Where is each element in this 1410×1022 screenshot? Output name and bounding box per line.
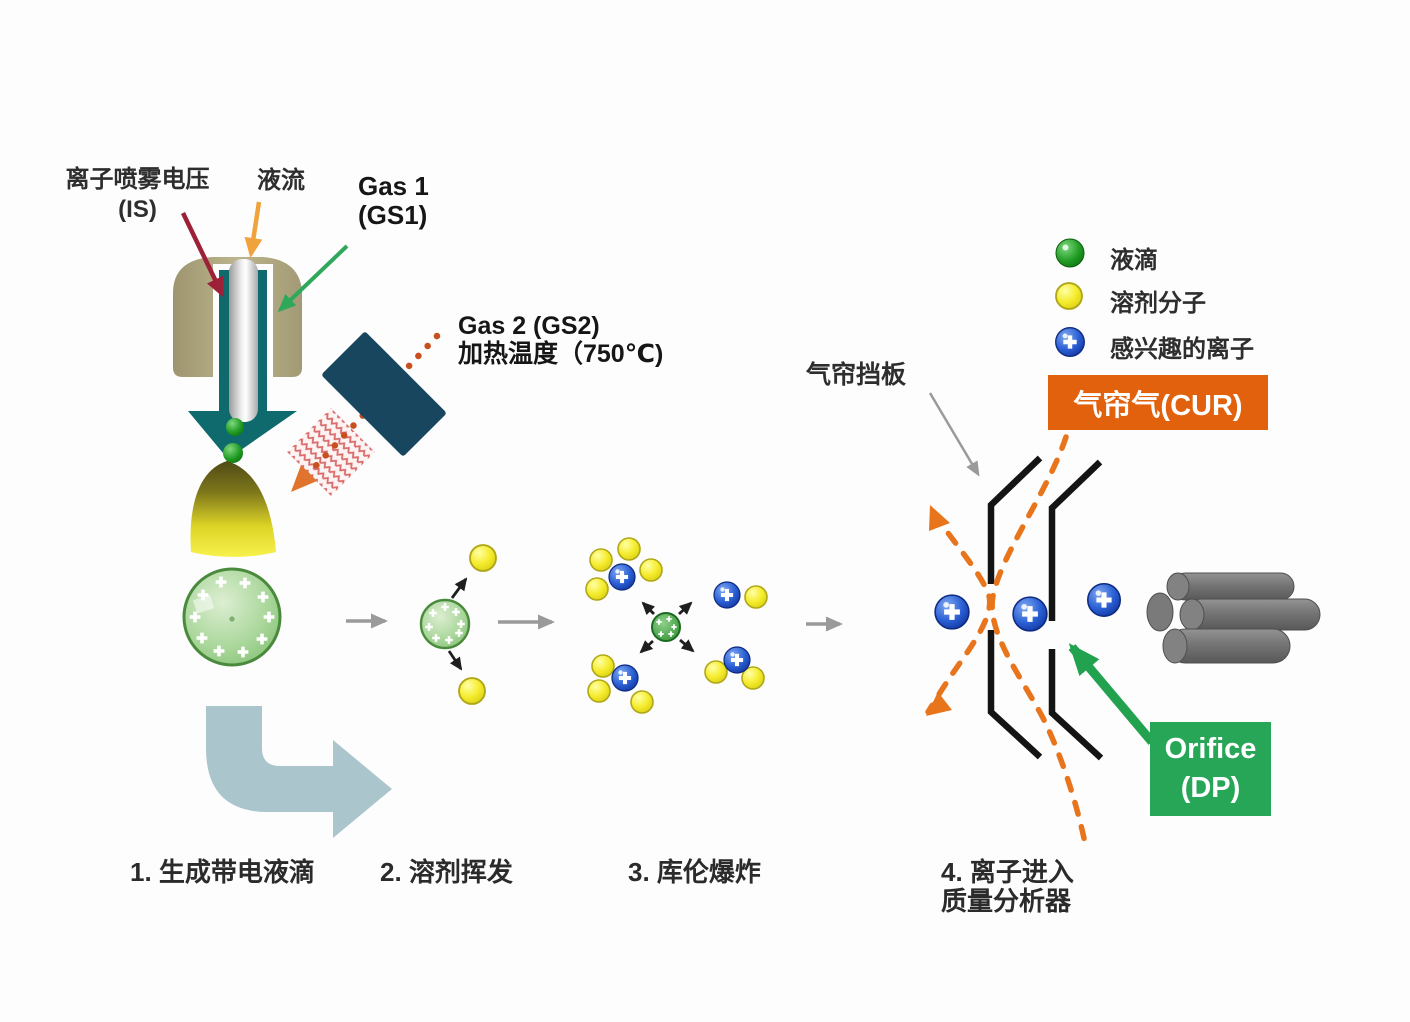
coulomb-explosion-group <box>585 537 768 714</box>
curtain-gas-arrowhead <box>929 505 950 531</box>
ion-spray-voltage-label: 离子喷雾电压 (IS) <box>60 165 215 225</box>
process-elbow-arrow <box>206 706 392 838</box>
solvent-molecule-icon <box>469 544 497 572</box>
solvent-molecule-icon <box>585 577 609 601</box>
solvent-molecule-icon <box>630 690 654 714</box>
explosion-arrow <box>641 601 656 616</box>
curtain-plate-upper-left <box>987 455 1043 584</box>
legend-solvent-icon <box>1055 282 1083 310</box>
ion-spray-voltage-line2: (IS) <box>118 196 157 223</box>
curtain-gas-stream <box>989 434 1088 846</box>
exploding-droplet <box>651 612 681 642</box>
gas2-label: Gas 2 (GS2) 加热温度（750℃) <box>458 312 663 368</box>
solvent-molecule-icon <box>591 654 615 678</box>
capillary-tube <box>229 259 258 422</box>
legend-label-solvent: 溶剂分子 <box>1110 290 1206 317</box>
explosion-arrow <box>639 639 654 654</box>
ion-icon <box>724 647 750 673</box>
orifice-plate-lower-right <box>1048 649 1104 761</box>
spray-plume <box>190 461 276 557</box>
ion-spray-voltage-pointer-arrow <box>180 212 225 298</box>
step3-label: 3. 库伦爆炸 <box>628 857 761 887</box>
solvent-molecule-icon <box>617 537 641 561</box>
legend-droplet-icon <box>1055 238 1085 268</box>
orifice-pointer-arrow <box>1068 643 1156 745</box>
ion-icon <box>609 564 635 590</box>
quadrupole-rods <box>1146 572 1321 664</box>
legend-label-droplet: 液滴 <box>1110 247 1158 274</box>
orifice-line2: (DP) <box>1180 772 1241 804</box>
solvent-molecule-icon <box>639 558 663 582</box>
emerging-droplet-icon <box>223 443 243 463</box>
shrinking-droplet <box>419 598 471 650</box>
gas1-line1: Gas 1 <box>358 171 429 201</box>
step4-line2: 质量分析器 <box>941 885 1072 916</box>
charged-droplet <box>182 567 282 667</box>
heater-assembly <box>287 332 446 496</box>
evaporation-arrow <box>450 577 468 599</box>
ion-icon <box>1088 584 1121 617</box>
ion-icon <box>1013 597 1047 631</box>
legend-ion-icon <box>1056 328 1085 357</box>
step2-label: 2. 溶剂挥发 <box>380 857 513 887</box>
explosion-arrow <box>678 601 693 616</box>
curtain-gas-badge: 气帘气(CUR) <box>1048 375 1268 430</box>
orifice-plate-upper-right <box>1048 459 1103 621</box>
curtain-plate-lower-left <box>987 630 1043 760</box>
heater-body <box>322 332 446 456</box>
solvent-molecule-icon <box>704 660 728 684</box>
sprayer-probe <box>173 257 302 463</box>
solvent-molecule-icon <box>458 677 486 705</box>
solvent-molecule-icon <box>744 585 768 609</box>
gas1-label: Gas 1 (GS1) <box>358 171 429 231</box>
curtain-gas-flow <box>925 434 1088 846</box>
gas2-line2: 加热温度（750℃) <box>458 340 664 368</box>
ion-icon <box>935 595 969 629</box>
curtain-plate-pointer-arrow <box>928 392 980 477</box>
heated-gas-arrowhead <box>291 465 317 492</box>
orifice-line1: Orifice <box>1164 732 1257 765</box>
ion-icon <box>612 665 638 691</box>
ion-icon <box>714 582 740 608</box>
step4-label: 4. 离子进入 质量分析器 <box>941 858 1074 915</box>
curtain-plate-label: 气帘挡板 <box>806 361 907 389</box>
liquid-flow-pointer-arrow <box>244 201 263 258</box>
gas2-line1: Gas 2 (GS2) <box>458 312 600 340</box>
legend-icons <box>1055 238 1085 357</box>
curtain-plates <box>987 455 1104 761</box>
solvent-molecule-icon <box>587 679 611 703</box>
curtain-gas-arrowhead <box>926 692 952 716</box>
solvent-evaporation-group <box>419 544 497 705</box>
gas1-line2: (GS1) <box>358 200 428 231</box>
curtain-gas-stream <box>925 510 993 715</box>
orifice-badge: Orifice (DP) <box>1150 722 1271 816</box>
explosion-arrow <box>679 638 695 653</box>
emerging-droplet-icon <box>226 418 244 436</box>
step4-line1: 4. 离子进入 <box>941 857 1074 887</box>
solvent-molecule-icon <box>589 548 613 572</box>
legend-label-ion: 感兴趣的离子 <box>1110 336 1254 363</box>
gas1-pointer-arrow <box>277 244 349 313</box>
step1-label: 1. 生成带电液滴 <box>130 857 315 887</box>
ion-spray-voltage-line1: 离子喷雾电压 <box>65 166 210 193</box>
liquid-flow-label: 液流 <box>257 167 305 194</box>
evaporation-arrow <box>447 650 463 671</box>
